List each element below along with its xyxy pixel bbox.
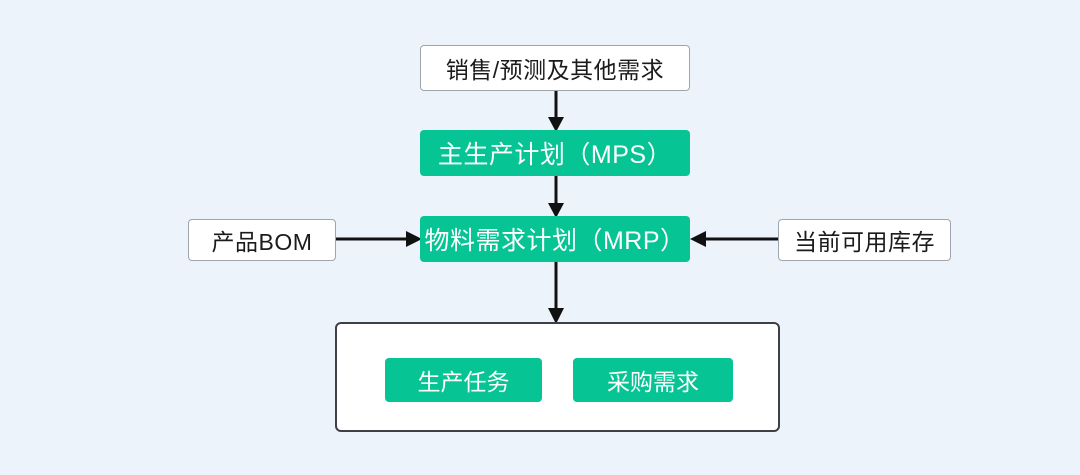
node-current-available-stock[interactable]: 当前可用库存 (778, 219, 951, 261)
output-purchase-requirement[interactable]: 采购需求 (573, 358, 733, 402)
outputs-group: 生产任务 采购需求 (335, 322, 780, 432)
connector-demand-to-mps (548, 88, 564, 132)
connector-mrp-to-outputs (548, 260, 564, 324)
node-master-production-schedule[interactable]: 主生产计划（MPS） (420, 130, 690, 176)
connector-bom-to-mrp (334, 231, 422, 247)
node-sales-forecast-demand[interactable]: 销售/预测及其他需求 (420, 45, 690, 91)
node-material-requirements-planning[interactable]: 物料需求计划（MRP） (420, 216, 690, 262)
output-production-task[interactable]: 生产任务 (385, 358, 542, 402)
node-product-bom[interactable]: 产品BOM (188, 219, 336, 261)
connector-mps-to-mrp (548, 174, 564, 218)
connector-stock-to-mrp (690, 231, 780, 247)
